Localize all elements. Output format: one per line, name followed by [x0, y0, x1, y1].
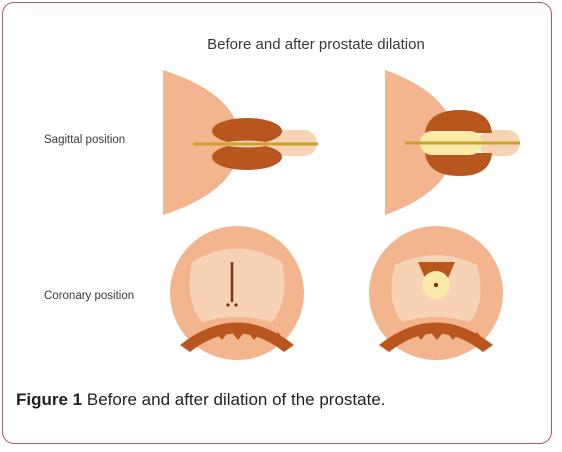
- figure-title: Before and after prostate dilation: [207, 36, 425, 53]
- sagittal-before: [163, 70, 318, 215]
- figure-frame: [2, 2, 552, 444]
- rectum-wall-after: [391, 327, 483, 340]
- prostate-lower-lobe-before: [212, 144, 282, 170]
- caption-label: Figure 1: [16, 390, 83, 409]
- prostate-lower-lobe-after: [425, 153, 492, 176]
- prostate-top-after: [418, 262, 455, 278]
- row-label-sagittal: Sagittal position: [44, 134, 126, 146]
- figure-caption: Figure 1 Before and after dilation of th…: [16, 390, 386, 410]
- coronary-before: [170, 226, 304, 360]
- coronary-after: [369, 226, 503, 360]
- coronary-inner-before: [189, 248, 285, 322]
- row-label-coronary: Coronary position: [44, 290, 135, 302]
- urethra-dot-left-before: [226, 303, 230, 307]
- rectum-arc-before: [180, 322, 294, 352]
- prostate-upper-lobe-after: [425, 110, 492, 133]
- urethra-dot-right-before: [234, 303, 238, 307]
- dilated-urethra-center-after: [433, 282, 439, 288]
- rectum-wall-before: [192, 327, 284, 340]
- prostate-upper-lobe-before: [212, 118, 282, 144]
- caption-text: Before and after dilation of the prostat…: [86, 390, 386, 409]
- sagittal-after: [385, 70, 520, 215]
- rectum-arc-after: [379, 322, 493, 352]
